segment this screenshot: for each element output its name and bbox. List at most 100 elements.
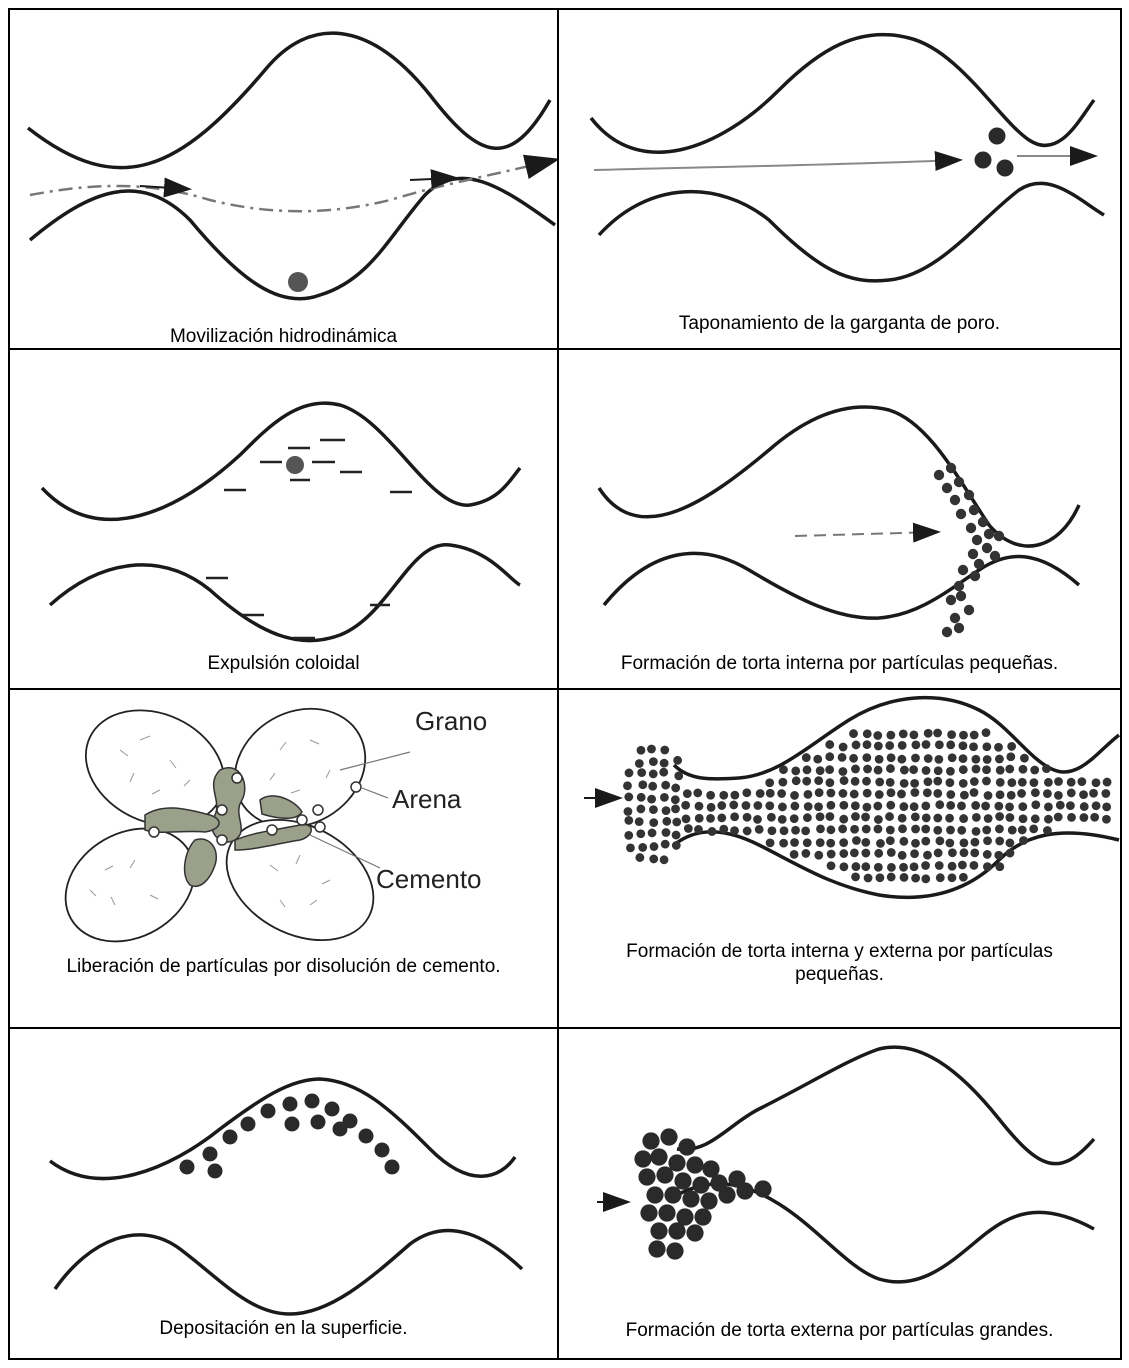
particle: [754, 1180, 771, 1197]
particle: [660, 759, 669, 768]
particle: [1043, 789, 1052, 798]
particle: [742, 788, 751, 797]
particle: [851, 777, 860, 786]
particle: [840, 776, 849, 785]
particle: [887, 753, 896, 762]
particle: [960, 848, 969, 857]
particle: [671, 784, 680, 793]
particle: [686, 1224, 703, 1241]
particle: [1019, 836, 1028, 845]
particle: [970, 571, 980, 581]
particle: [960, 791, 969, 800]
pore-diagram: [10, 350, 559, 690]
particle: [801, 826, 810, 835]
particle: [959, 741, 968, 750]
particle: [982, 728, 991, 737]
particle: [997, 160, 1014, 177]
particle: [970, 861, 979, 870]
particle: [1067, 813, 1076, 822]
flow-arrow: [594, 160, 959, 170]
particle: [1029, 824, 1038, 833]
particle: [910, 849, 919, 858]
particle: [971, 838, 980, 847]
label-cement: Cemento: [376, 864, 482, 894]
particle: [802, 753, 811, 762]
particle: [664, 1186, 681, 1203]
particle: [662, 828, 671, 837]
particle: [660, 793, 669, 802]
particle: [814, 851, 823, 860]
cake-particles: [623, 728, 1111, 883]
particle: [964, 490, 974, 500]
particle: [921, 874, 930, 883]
particle: [900, 779, 909, 788]
particle: [678, 1138, 695, 1155]
pore-diagram: [559, 10, 1120, 350]
particle: [936, 873, 945, 882]
particle: [950, 495, 960, 505]
pore-diagram: [10, 1029, 559, 1358]
particle: [730, 812, 739, 821]
particle: [957, 801, 966, 810]
particle: [693, 789, 702, 798]
particle: [959, 779, 968, 788]
particle: [813, 755, 822, 764]
particle: [897, 755, 906, 764]
particle: [933, 826, 942, 835]
particle: [1102, 815, 1111, 824]
particle: [672, 818, 681, 827]
particle: [825, 778, 834, 787]
particle: [956, 509, 966, 519]
particle: [839, 838, 848, 847]
particle: [861, 813, 870, 822]
panel-caption: Formación de torta externa por partícula…: [559, 1319, 1120, 1342]
particle: [1020, 754, 1029, 763]
particle: [790, 791, 799, 800]
particle: [899, 802, 908, 811]
particle: [875, 755, 884, 764]
particle: [1054, 813, 1063, 822]
particle: [804, 802, 813, 811]
particle: [706, 814, 715, 823]
particle: [887, 788, 896, 797]
particle: [924, 777, 933, 786]
particle: [959, 731, 968, 740]
particle: [983, 836, 992, 845]
particle: [923, 851, 932, 860]
upper-pore-wall: [674, 698, 1119, 779]
particle: [886, 731, 895, 740]
particle: [1006, 752, 1015, 761]
particle: [638, 843, 647, 852]
particle: [933, 789, 942, 798]
particle: [982, 826, 991, 835]
panel-internal-external-cake-small: Formación de torta interna y externa por…: [559, 690, 1120, 1029]
particle: [635, 817, 644, 826]
particle: [910, 802, 919, 811]
particle: [814, 802, 823, 811]
particle: [780, 826, 789, 835]
particle: [1005, 765, 1014, 774]
particle: [839, 801, 848, 810]
particle: [948, 753, 957, 762]
particle: [718, 1186, 735, 1203]
upper-pore-wall: [50, 1079, 515, 1178]
particle: [995, 837, 1004, 846]
particle: [970, 848, 979, 857]
particle: [1043, 826, 1052, 835]
panel-caption: Formación de torta interna y externa por…: [559, 940, 1120, 986]
particle: [1007, 742, 1016, 751]
particle: [1017, 789, 1026, 798]
particle: [803, 838, 812, 847]
particle: [863, 765, 872, 774]
particle: [850, 848, 859, 857]
particle: [874, 815, 883, 824]
particle: [1005, 813, 1014, 822]
particle: [671, 795, 680, 804]
particle: [815, 788, 824, 797]
particle: [886, 764, 895, 773]
particle: [968, 549, 978, 559]
particle: [753, 815, 762, 824]
particle: [840, 862, 849, 871]
particle: [636, 805, 645, 814]
particle: [1067, 778, 1076, 787]
